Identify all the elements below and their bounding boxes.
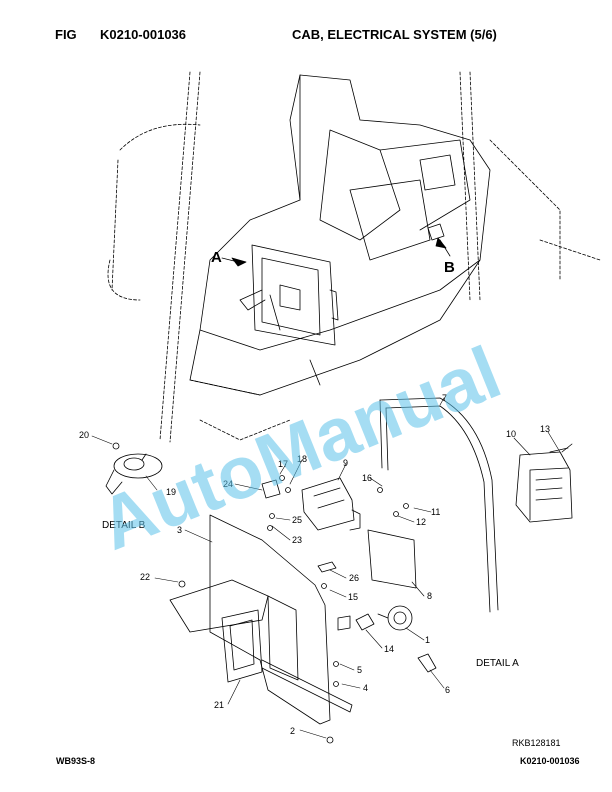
part-19-switch: [105, 453, 163, 495]
callout-16: 16: [362, 473, 372, 483]
part-21-gasket: [221, 609, 263, 683]
callout-24: 24: [223, 479, 233, 489]
leader-lines: [91, 397, 561, 739]
part-9-relay: [301, 477, 361, 531]
watermark: AutoManual: [88, 330, 512, 566]
callout-17: 17: [278, 459, 288, 469]
callout-14: 14: [384, 644, 394, 654]
footer-model: WB93S-8: [56, 756, 96, 766]
callout-25: 25: [292, 515, 302, 525]
callout-10: 10: [506, 429, 516, 439]
callout-2: 2: [290, 726, 295, 736]
view-label-b: B: [444, 259, 455, 276]
callout-26: 26: [349, 573, 359, 583]
part-24-bracket: [261, 479, 281, 499]
callout-6: 6: [445, 685, 450, 695]
part-3-bracket: [169, 514, 353, 725]
callout-19: 19: [166, 487, 176, 497]
view-b-component: [427, 223, 445, 241]
footer-fig-number: K0210-001036: [520, 756, 580, 766]
drawing-reference: RKB128181: [512, 738, 561, 748]
panel-view-a: [239, 244, 339, 346]
callout-7: 7: [442, 393, 447, 403]
callout-1: 1: [425, 635, 430, 645]
view-arrows: [231, 237, 447, 267]
part-6-pin: [417, 653, 437, 673]
cab-console: [189, 74, 491, 396]
figure-title: CAB, ELECTRICAL SYSTEM (5/6): [292, 27, 497, 42]
callout-8: 8: [427, 591, 432, 601]
detail-a-label: DETAIL A: [476, 658, 519, 669]
part-1-switch: [377, 605, 413, 631]
callout-21: 21: [214, 700, 224, 710]
callout-12: 12: [416, 517, 426, 527]
detail-b-label: DETAIL B: [102, 520, 146, 531]
fasteners: [112, 442, 573, 744]
callout-20: 20: [79, 430, 89, 440]
callout-5: 5: [357, 665, 362, 675]
fig-number: K0210-001036: [100, 27, 187, 42]
callout-4: 4: [363, 683, 368, 693]
callout-15: 15: [348, 592, 358, 602]
callout-18: 18: [297, 454, 307, 464]
callout-11: 11: [431, 507, 440, 517]
part-14-connector: [337, 613, 375, 631]
view-label-a: A: [211, 249, 222, 266]
part-7-seal: [379, 397, 499, 613]
part-8-plate: [367, 529, 417, 589]
callout-23: 23: [292, 535, 302, 545]
callout-9: 9: [343, 458, 348, 468]
callout-22: 22: [140, 572, 150, 582]
callout-13: 13: [540, 424, 550, 434]
fig-label: FIG: [55, 27, 77, 42]
part-10-controller: [515, 447, 573, 523]
part-26-clip: [317, 561, 337, 573]
callout-3: 3: [177, 525, 182, 535]
